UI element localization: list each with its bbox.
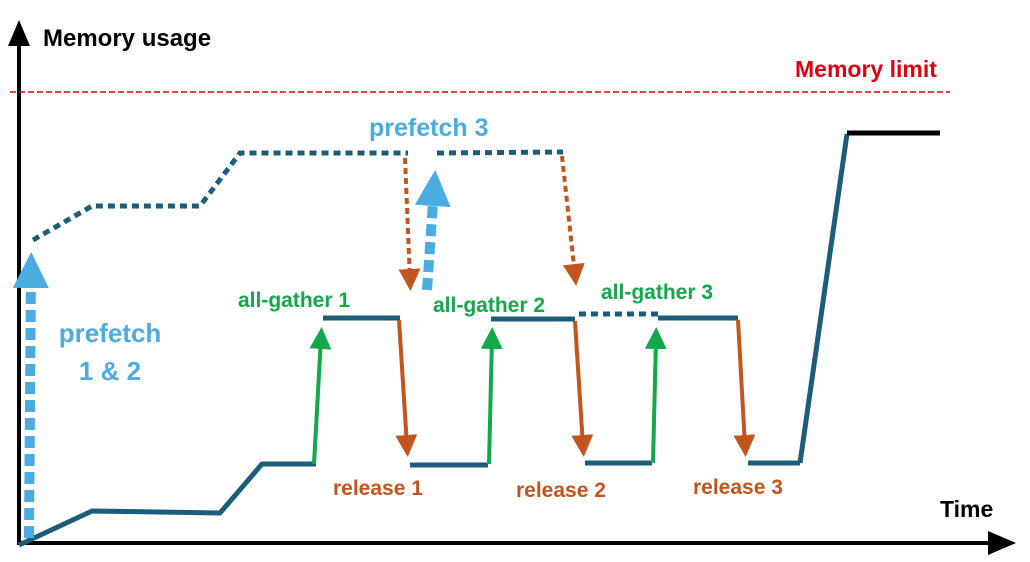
- prefetch-release-arrow-2: [560, 155, 585, 286]
- all-gather-2-arrow: [480, 327, 503, 465]
- prefetch-1-2-label-line1: prefetch: [59, 318, 162, 348]
- prefetched-memory-line-2: [436, 149, 564, 156]
- all-gather-2-label: all-gather 2: [433, 294, 545, 317]
- prefetch-3-label: prefetch 3: [369, 114, 488, 142]
- all-gather-3-label: all-gather 3: [601, 281, 713, 304]
- prefetched-memory-line: [31, 150, 408, 243]
- prefetch-1-2-arrow: [12, 252, 49, 539]
- prefetch-3-arrow: [414, 170, 451, 291]
- release-3-label: release 3: [693, 476, 783, 499]
- y-axis-arrowhead: [8, 20, 30, 46]
- release-2-label: release 2: [516, 479, 606, 502]
- all-gather-1-arrow: [309, 327, 332, 465]
- release-1-label: release 1: [333, 477, 423, 500]
- y-axis-label: Memory usage: [43, 25, 211, 52]
- memory-usage-line: [17, 461, 316, 548]
- release-1-arrow: [395, 319, 418, 457]
- final-rise-line: [797, 133, 850, 464]
- release-3-arrow: [733, 319, 756, 457]
- prefetch-release-arrow-1: [398, 157, 421, 291]
- prefetch-1-2-label-line2: 1 & 2: [79, 356, 141, 386]
- release-2-arrow: [571, 320, 594, 457]
- all-gather-3-arrow: [644, 327, 667, 464]
- x-axis-arrowhead: [988, 531, 1016, 555]
- all-gather-1-label: all-gather 1: [238, 289, 350, 312]
- x-axis-label: Time: [940, 496, 993, 522]
- memory-limit-label: Memory limit: [795, 56, 937, 82]
